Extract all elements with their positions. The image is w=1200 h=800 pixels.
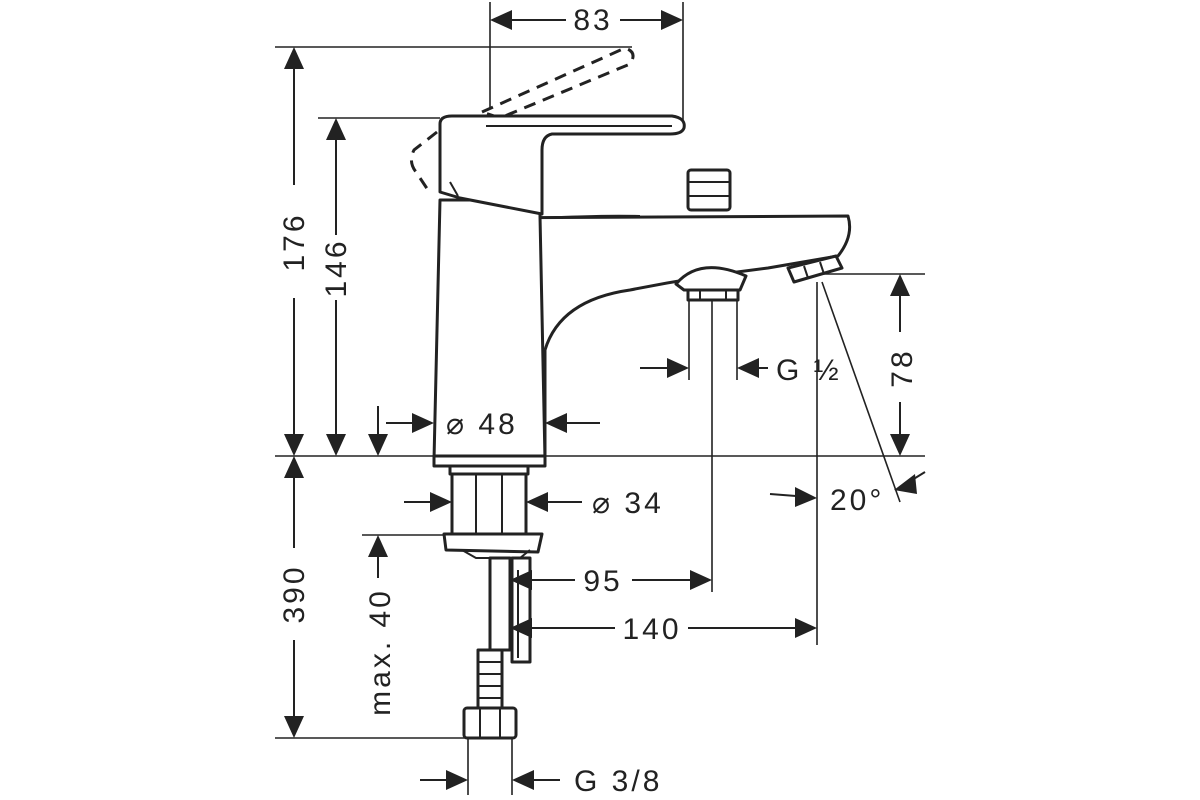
label-body-height: 146: [320, 238, 353, 297]
label-reach-outer: 140: [622, 613, 681, 646]
dimension-lines: [284, 10, 926, 790]
lever-raised-position: [409, 130, 438, 194]
label-spout-thread: G ½: [776, 354, 842, 387]
label-reach-inner: 95: [583, 565, 622, 598]
label-shank-length: 390: [278, 564, 311, 623]
lever-handle: [438, 114, 686, 216]
label-spout-height: 78: [886, 348, 919, 387]
dimension-labels: 83 176 146 ⌀ 48 ⌀ 34 G ½ 78 20° 390 max.…: [278, 4, 919, 798]
lever-open-position: [477, 46, 635, 120]
label-shank-diameter: ⌀ 34: [592, 487, 664, 520]
label-hose-thread: G 3/8: [574, 765, 662, 798]
diverter-knob: [686, 168, 732, 212]
extension-lines: [275, 2, 925, 795]
label-angle: 20°: [830, 484, 884, 517]
shank: [450, 472, 528, 538]
label-total-height: 176: [278, 212, 311, 271]
mounting-nut: [442, 532, 544, 554]
faucet-illustration: [409, 46, 852, 740]
flex-hose: [476, 648, 504, 710]
threaded-rod: [488, 556, 512, 652]
label-body-diameter: ⌀ 48: [446, 408, 518, 441]
label-width-top: 83: [573, 4, 612, 37]
label-max-thickness: max. 40: [364, 588, 397, 716]
aerator: [674, 266, 748, 292]
hose-outlet: [786, 254, 844, 284]
hose-connection-nut: [462, 706, 518, 740]
